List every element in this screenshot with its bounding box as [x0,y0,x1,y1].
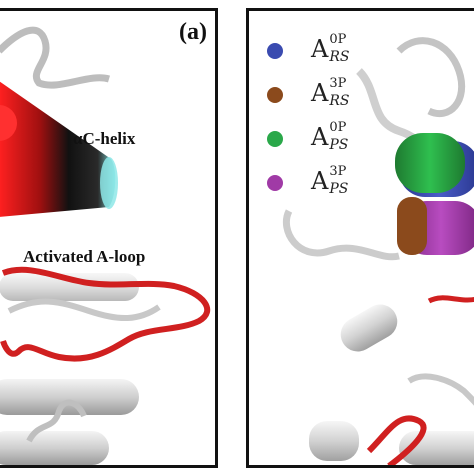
grey-ribbon-left [282,209,400,261]
cylinder-brown [397,197,427,255]
cylinder-green [395,133,465,193]
helix-cylinder-2 [0,379,139,415]
grey-coil-2 [26,399,87,443]
legend-dot-icon [267,87,283,103]
red-loop-upper [427,295,474,304]
grey-ribbon-top [396,37,466,118]
ac-helix-cone-base [0,105,17,141]
ac-helix-label: αC-helix [73,129,136,148]
grey-loop-lower [407,373,474,406]
helix-cylinder-3 [0,431,109,465]
grey-coil-1 [7,298,161,322]
helix-cylinder-b3 [309,421,359,461]
legend-dot-icon [267,175,283,191]
ac-helix-cone [0,81,116,217]
helix-cylinder-b1 [340,304,398,352]
legend-dot-icon [267,131,283,147]
panel-a: (a) αC-helix Activated A-loop [0,8,218,468]
panel-b-structure [282,37,474,465]
activated-a-loop-label: Activated A-loop [23,247,146,266]
activated-a-loop [0,266,211,362]
legend-dot-icon [267,43,283,59]
panel-a-structure [0,26,211,465]
red-loop-lower [366,415,427,465]
top-grey-loop [0,26,111,89]
panel-letter-a: (a) [179,19,207,45]
ac-helix-cone-tip [100,157,118,209]
helix-cylinder-1 [0,273,139,301]
